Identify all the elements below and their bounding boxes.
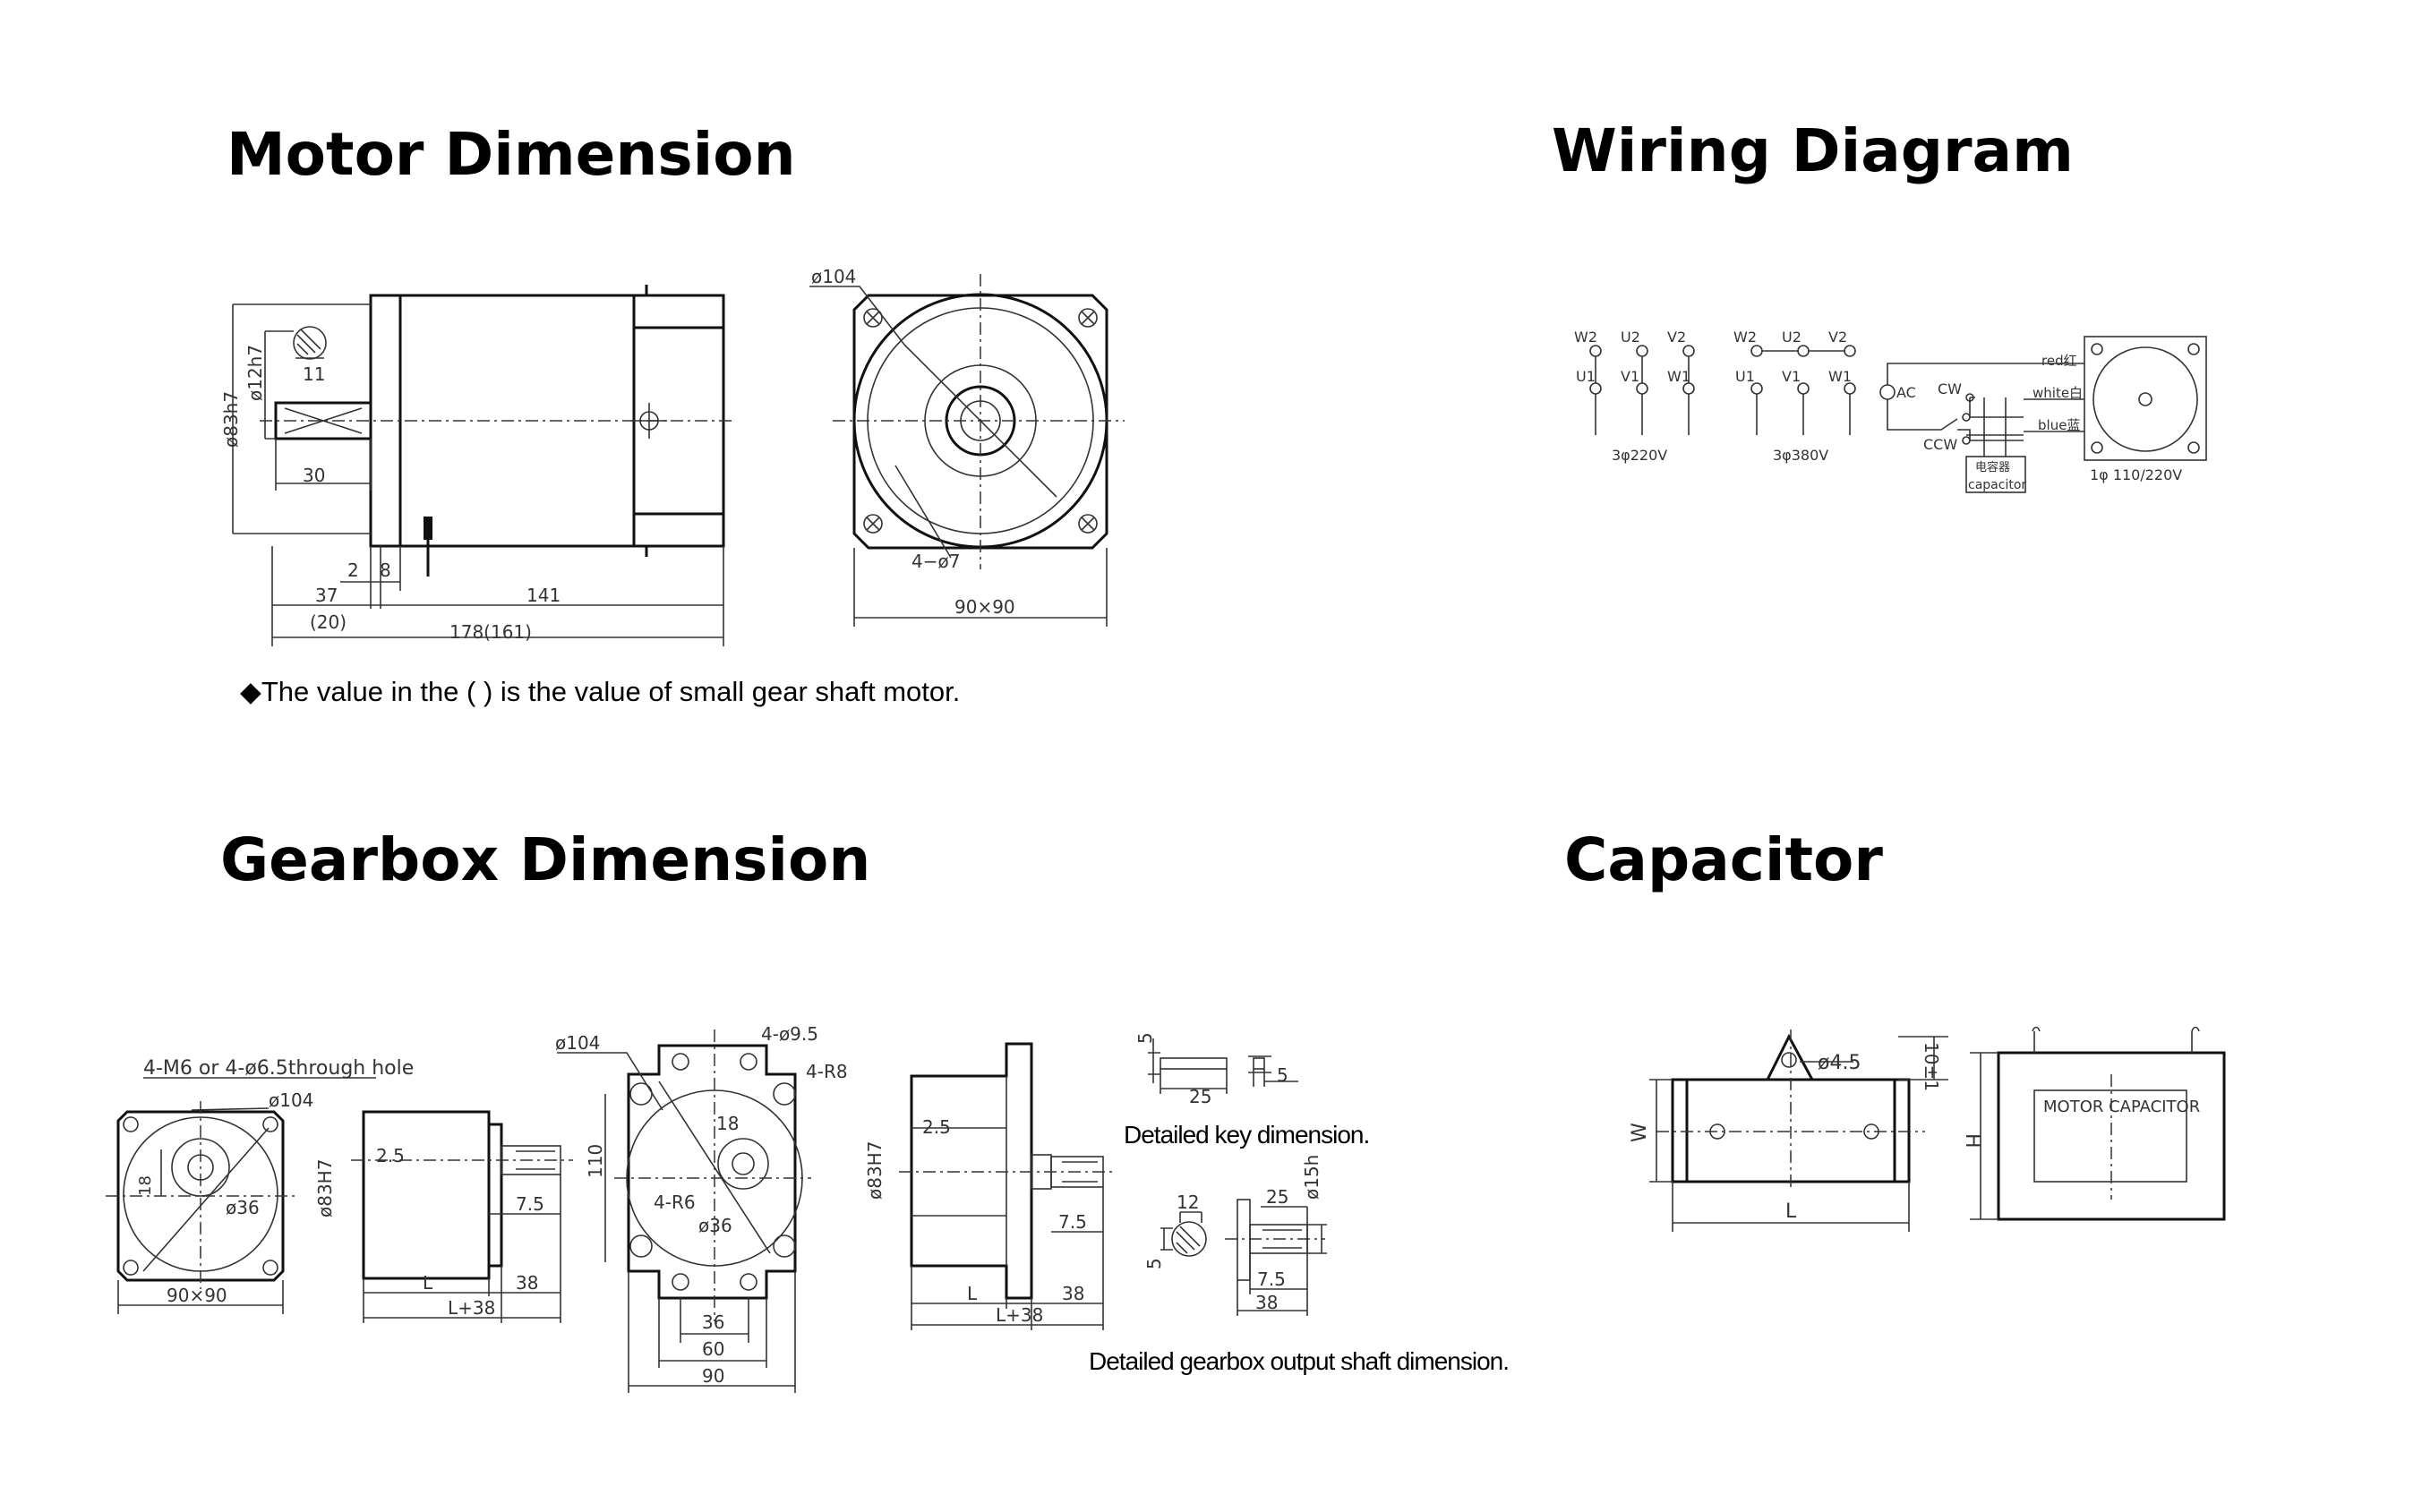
w1-ccw: CCW: [1923, 436, 1957, 453]
w1-ac: AC: [1896, 384, 1916, 401]
gb-label-4-d9-5: 4-ø9.5: [761, 1023, 818, 1045]
cap-label-l: L: [1785, 1200, 1797, 1223]
gb-label-18-a: 18: [136, 1175, 155, 1196]
cap-label-d4-5: ø4.5: [1818, 1052, 1861, 1074]
w380-v1: V1: [1782, 368, 1801, 385]
wiring-3phase-220: W2 U2 V2 U1 V1 W1 3φ220V: [1574, 329, 1695, 464]
w220-w1: W1: [1667, 368, 1690, 385]
cap-label-w: W: [1629, 1123, 1651, 1142]
gb-label-l38-b: L+38: [996, 1304, 1043, 1326]
gearbox-side-view: ø83H7 2.5 7.5 L 38 L+38: [314, 1110, 573, 1323]
w1-blue: blue蓝: [2038, 417, 2080, 433]
cap-label-h: H: [1961, 1133, 1983, 1149]
motor-dimension-heading: Motor Dimension: [227, 120, 796, 189]
label-11: 11: [303, 363, 325, 385]
label-2: 2: [347, 560, 359, 581]
gb-label-d36-b: ø36: [698, 1215, 732, 1236]
w1-red: red红: [2041, 353, 2077, 369]
gb-label-38-b: 38: [1062, 1283, 1084, 1304]
w380-w2: W2: [1733, 329, 1757, 346]
gb-label-38-a: 38: [516, 1272, 538, 1294]
w220-u2: U2: [1621, 329, 1640, 346]
gb-label-2-5-b: 2.5: [922, 1116, 951, 1138]
key-dimension-caption: Detailed key dimension.: [1124, 1121, 1370, 1149]
gb-label-l-b: L: [967, 1283, 978, 1304]
shaft-label-25: 25: [1266, 1186, 1288, 1208]
motor-side-view: ø83h7 ø12h7 11 30 2 8 37 (20) 141 178(16…: [220, 285, 734, 646]
key-label-5: 5: [1134, 1032, 1156, 1044]
label-8: 8: [380, 560, 391, 581]
gb-label-d36-a: ø36: [226, 1197, 260, 1218]
label-90x90: 90×90: [954, 596, 1015, 618]
key-detail: 5 25 5: [1134, 1032, 1298, 1107]
shaft-dimension-caption: Detailed gearbox output shaft dimension.: [1089, 1347, 1510, 1375]
capacitor-heading: Capacitor: [1564, 825, 1883, 894]
w1-cw: CW: [1938, 380, 1962, 397]
w380-label: 3φ380V: [1773, 447, 1828, 464]
gb-label-36: 36: [702, 1311, 724, 1333]
w220-v1: V1: [1621, 368, 1639, 385]
label-d12h7: ø12h7: [244, 345, 266, 401]
capacitor-front-view: ø4.5 10±1 W L: [1629, 1029, 1948, 1232]
w380-v2: V2: [1828, 329, 1847, 346]
shaft-label-12: 12: [1177, 1192, 1199, 1213]
gb-label-4-r6: 4-R6: [654, 1192, 696, 1213]
gearbox-flange-view: ø104 4-ø9.5 4-R8 110 18 4-R6 ø36 36 60 9…: [555, 1023, 848, 1393]
label-4-d7: 4−ø7: [911, 551, 960, 572]
w1-capacitor-en: capacitor: [1968, 478, 2026, 492]
w380-w1: W1: [1828, 368, 1852, 385]
w1-label: 1φ 110/220V: [2090, 466, 2182, 483]
label-20: (20): [310, 611, 347, 633]
gb-label-18-b: 18: [716, 1113, 739, 1134]
key-label-25: 25: [1189, 1086, 1211, 1107]
label-d83h7: ø83h7: [220, 391, 242, 448]
shaft-label-d15h: ø15h: [1301, 1155, 1322, 1200]
w220-w2: W2: [1574, 329, 1597, 346]
gb-label-90: 90: [702, 1365, 724, 1387]
gb-label-d104-b: ø104: [555, 1032, 600, 1054]
gb-label-60: 60: [702, 1338, 724, 1360]
cap-label-10: 10±1: [1921, 1042, 1942, 1091]
w220-label: 3φ220V: [1612, 447, 1667, 464]
gb-label-mount-holes: 4-M6 or 4-ø6.5through hole: [143, 1057, 414, 1080]
gb-label-2-5-a: 2.5: [376, 1145, 405, 1166]
gb-label-l-a: L: [423, 1272, 433, 1294]
shaft-label-38: 38: [1255, 1292, 1278, 1313]
label-37: 37: [315, 585, 338, 606]
w1-capacitor-cn: 电容器: [1975, 460, 2010, 474]
gearbox-flange-side-view: ø83H7 2.5 7.5 L 38 L+38: [864, 1042, 1116, 1330]
wiring-diagram-heading: Wiring Diagram: [1552, 116, 2074, 185]
gb-label-110: 110: [585, 1144, 606, 1178]
w220-u1: U1: [1576, 368, 1596, 385]
w380-u2: U2: [1782, 329, 1802, 346]
wiring-1phase: AC CW CCW 电容器 capacitor red红 white白 blue…: [1879, 336, 2207, 493]
shaft-detail: 12 25 ø15h 5 7.5 38: [1143, 1155, 1327, 1316]
key-label-5b: 5: [1277, 1064, 1288, 1086]
gb-label-d104-a: ø104: [269, 1089, 313, 1111]
shaft-label-7-5: 7.5: [1257, 1269, 1286, 1290]
label-d104: ø104: [811, 266, 856, 287]
motor-dimension-note: ◆The value in the ( ) is the value of sm…: [240, 676, 961, 707]
shaft-label-5: 5: [1143, 1258, 1165, 1269]
capacitor-side-view: H MOTOR CAPACITOR: [1961, 1026, 2226, 1221]
motor-front-view: ø104 4−ø7 90×90: [809, 266, 1125, 627]
gearbox-dimension-heading: Gearbox Dimension: [220, 825, 871, 894]
w220-v2: V2: [1667, 329, 1686, 346]
gb-label-4-r8: 4-R8: [806, 1061, 848, 1082]
label-141: 141: [526, 585, 561, 606]
gearbox-front-square: 4-M6 or 4-ø6.5through hole ø104 18 ø36 9…: [106, 1057, 414, 1314]
gb-label-d83h7-b: ø83H7: [864, 1141, 886, 1200]
label-30: 30: [303, 465, 325, 486]
wiring-3phase-380: W2 U2 V2 U1 V1 W1 3φ380V: [1733, 329, 1856, 464]
w380-u1: U1: [1735, 368, 1755, 385]
gb-label-7-5-b: 7.5: [1058, 1211, 1087, 1233]
gb-label-d83h7-a: ø83H7: [314, 1159, 336, 1217]
cap-label-body: MOTOR CAPACITOR: [2043, 1098, 2200, 1116]
gb-label-7-5-a: 7.5: [516, 1193, 544, 1215]
w1-white: white白: [2033, 385, 2083, 401]
gb-label-90x90: 90×90: [167, 1285, 227, 1306]
label-178-161: 178(161): [449, 621, 532, 643]
gb-label-l38-a: L+38: [448, 1297, 495, 1319]
